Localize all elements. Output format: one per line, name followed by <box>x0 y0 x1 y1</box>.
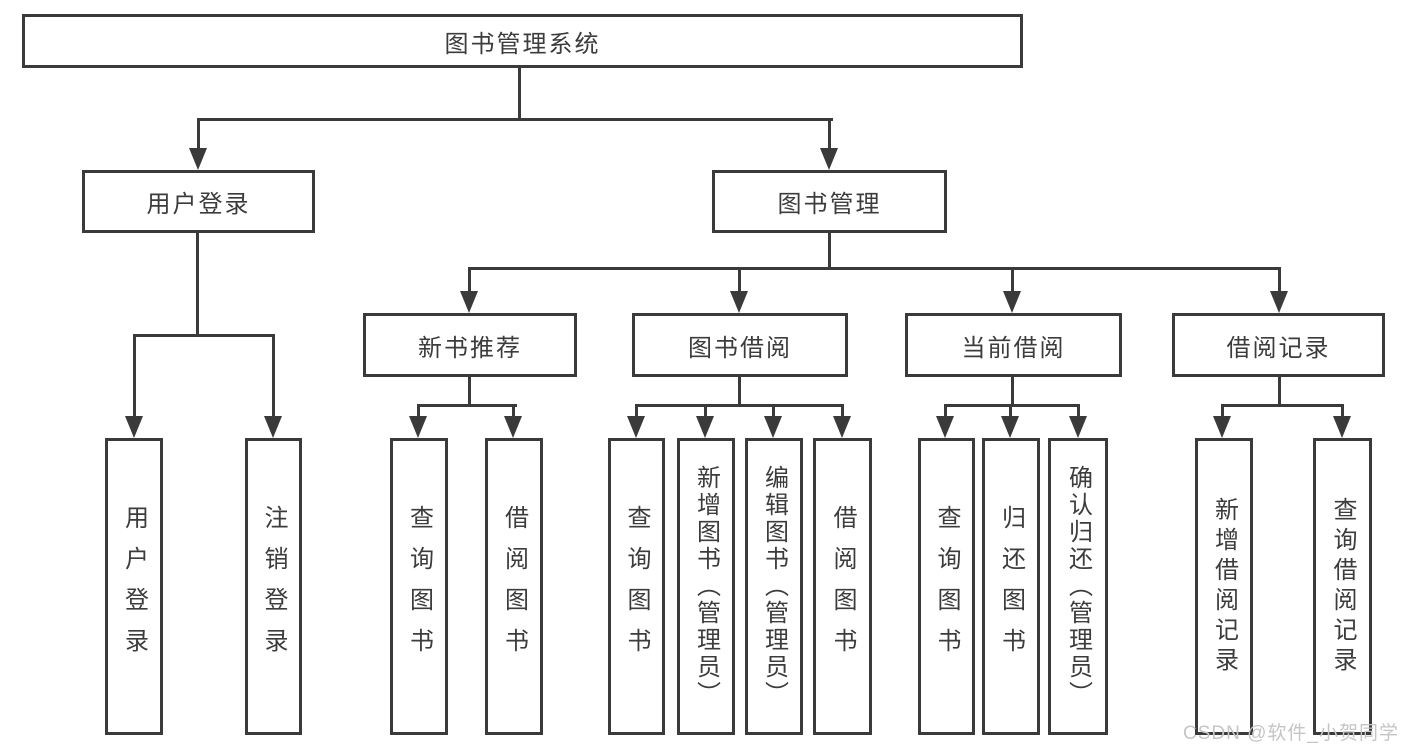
arrow-current-borrow <box>1003 291 1021 313</box>
arrow-leaf <box>764 416 782 438</box>
leaf-current-confirm-label: 确认归还（管理员） <box>1064 465 1092 708</box>
leaf-current-confirm: 确认归还（管理员） <box>1048 438 1108 735</box>
connector-new-books-bus <box>417 404 517 407</box>
arrow-leaf <box>696 416 714 438</box>
connector-book-mgmt-drop <box>828 118 831 151</box>
leaf-record-add-label: 新增借阅记录 <box>1210 496 1238 677</box>
leaf-newbooks-query-label: 查询图书 <box>405 504 433 669</box>
connector-user-login-stem <box>196 233 199 337</box>
connector-user-login-bus <box>133 334 275 337</box>
node-root: 图书管理系统 <box>22 14 1023 68</box>
connector-new-books-stem <box>468 377 471 407</box>
leaf-borrow-edit-label: 编辑图书（管理员） <box>760 465 788 708</box>
connector-leaf-drop <box>841 404 844 420</box>
connector-root-bus <box>197 118 833 121</box>
connector-leaf-drop <box>1009 404 1012 420</box>
node-root-label: 图书管理系统 <box>444 30 601 58</box>
node-user-login: 用户登录 <box>82 170 315 233</box>
leaf-newbooks-borrow-label: 借阅图书 <box>500 504 528 669</box>
leaf-borrow-add-label: 新增图书（管理员） <box>692 465 720 708</box>
arrow-leaf <box>125 416 143 438</box>
connector-leaf-drop <box>1341 404 1344 420</box>
arrow-leaf <box>409 416 427 438</box>
leaf-newbooks-borrow: 借阅图书 <box>485 438 543 735</box>
node-book-borrow: 图书借阅 <box>632 313 848 377</box>
arrow-book-mgmt <box>820 148 838 170</box>
node-book-mgmt-label: 图书管理 <box>777 191 882 218</box>
connector-book-mgmt-stem <box>828 233 831 270</box>
connector-borrow-records-drop <box>1278 267 1281 294</box>
connector-book-mgmt-bus <box>468 267 1281 270</box>
leaf-borrow-edit: 编辑图书（管理员） <box>745 438 803 735</box>
connector-book-borrow-bus <box>635 404 844 407</box>
leaf-record-add: 新增借阅记录 <box>1195 438 1253 735</box>
connector-leaf-drop <box>133 334 136 418</box>
node-book-mgmt: 图书管理 <box>712 170 947 233</box>
node-new-books: 新书推荐 <box>363 313 577 377</box>
node-book-borrow-label: 图书借阅 <box>688 334 792 362</box>
leaf-record-query-label: 查询借阅记录 <box>1329 496 1356 677</box>
connector-leaf-drop <box>704 404 707 420</box>
connector-leaf-drop <box>512 404 515 420</box>
leaf-newbooks-query: 查询图书 <box>390 438 448 735</box>
node-borrow-records: 借阅记录 <box>1172 313 1385 377</box>
node-borrow-records-label: 借阅记录 <box>1226 334 1331 362</box>
connector-leaf-drop <box>635 404 638 420</box>
arrow-borrow-records <box>1270 291 1288 313</box>
csdn-watermark: CSDN @软件_小贺同学 <box>1183 723 1399 744</box>
arrow-book-borrow <box>730 291 748 313</box>
node-current-borrow: 当前借阅 <box>905 313 1122 377</box>
connector-leaf-drop <box>272 334 275 418</box>
leaf-borrow-book-label: 借阅图书 <box>829 504 856 669</box>
leaf-borrow-query: 查询图书 <box>608 438 665 735</box>
leaf-logout-label: 注销登录 <box>260 504 287 669</box>
connector-leaf-drop <box>772 404 775 420</box>
leaf-current-return-label: 归还图书 <box>997 504 1025 669</box>
leaf-current-query: 查询图书 <box>918 438 975 735</box>
connector-leaf-drop <box>1221 404 1224 420</box>
leaf-borrow-add: 新增图书（管理员） <box>677 438 735 735</box>
leaf-borrow-query-label: 查询图书 <box>623 504 650 669</box>
arrow-leaf <box>1001 416 1019 438</box>
arrow-leaf <box>936 416 954 438</box>
leaf-user-login: 用户登录 <box>105 438 163 735</box>
connector-current-borrow-stem <box>1011 377 1014 407</box>
connector-borrow-records-bus <box>1221 404 1344 407</box>
connector-book-borrow-drop <box>738 267 741 294</box>
connector-user-login-drop <box>197 118 200 151</box>
arrow-user-login <box>189 148 207 170</box>
connector-leaf-drop <box>1077 404 1080 420</box>
node-new-books-label: 新书推荐 <box>418 334 522 362</box>
leaf-user-login-label: 用户登录 <box>120 504 148 669</box>
node-user-login-label: 用户登录 <box>146 191 251 218</box>
leaf-borrow-book: 借阅图书 <box>813 438 872 735</box>
connector-leaf-drop <box>417 404 420 420</box>
connector-leaf-drop <box>944 404 947 420</box>
leaf-record-query: 查询借阅记录 <box>1313 438 1372 735</box>
arrow-leaf <box>264 416 282 438</box>
connector-root-stem <box>518 68 521 119</box>
arrow-leaf <box>627 416 645 438</box>
leaf-logout: 注销登录 <box>245 438 302 735</box>
arrow-leaf <box>1069 416 1087 438</box>
leaf-current-query-label: 查询图书 <box>933 504 960 669</box>
arrow-leaf <box>1213 416 1231 438</box>
connector-borrow-records-stem <box>1278 377 1281 407</box>
connector-new-books-drop <box>468 267 471 294</box>
node-current-borrow-label: 当前借阅 <box>961 334 1066 362</box>
connector-book-borrow-stem <box>738 377 741 407</box>
connector-current-borrow-drop <box>1011 267 1014 294</box>
arrow-leaf <box>833 416 851 438</box>
connector-current-borrow-bus <box>944 404 1080 407</box>
arrow-new-books <box>460 291 478 313</box>
arrow-leaf <box>504 416 522 438</box>
arrow-leaf <box>1333 416 1351 438</box>
leaf-current-return: 归还图书 <box>982 438 1040 735</box>
